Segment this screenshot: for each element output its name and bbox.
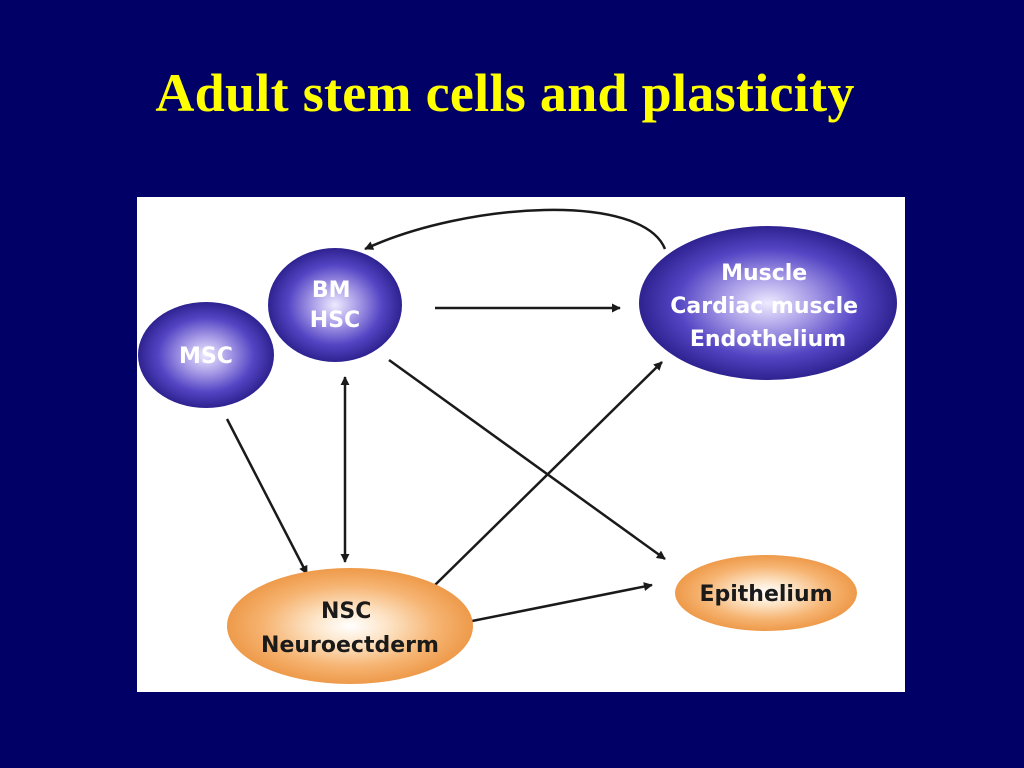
edge-nsc-to-muscle: [434, 361, 663, 586]
edge-nsc-to-epithelium: [466, 582, 653, 624]
node-msc-label: MSC: [179, 344, 233, 369]
node-nsc: NSC Neuroectderm: [227, 568, 473, 684]
node-bm-hsc-label-line1: BM: [312, 278, 351, 303]
svg-text:BM HSC: BM HSC: [310, 278, 360, 333]
node-bm-hsc: BM HSC: [268, 248, 402, 362]
slide-title: Adult stem cells and plasticity: [155, 63, 855, 123]
node-muscle-label-line3: Endothelium: [690, 327, 846, 352]
node-muscle: Muscle Cardiac muscle Endothelium: [639, 226, 897, 380]
node-muscle-label-line1: Muscle: [721, 261, 807, 286]
node-msc: MSC: [138, 302, 274, 408]
edge-msc-to-nsc: [225, 418, 309, 575]
node-muscle-label-line2: Cardiac muscle: [670, 294, 858, 319]
stem-cell-diagram: MSC BM HSC Muscle Cardiac muscle Endothe…: [138, 208, 897, 684]
node-nsc-label-line1: NSC: [321, 599, 371, 624]
node-epithelium-label: Epithelium: [699, 582, 832, 607]
node-epithelium: Epithelium: [675, 555, 857, 631]
svg-text:Muscle Cardiac muscle: Muscle Cardiac muscle Endothelium: [670, 261, 866, 352]
svg-text:MSC: MSC: [179, 344, 233, 369]
diagram-panel: MSC BM HSC Muscle Cardiac muscle Endothe…: [137, 197, 905, 692]
node-bm-hsc-label-line2: HSC: [310, 308, 360, 333]
svg-text:Epithelium: Epithelium: [699, 582, 832, 607]
edge-muscle-to-bm-hsc: [364, 208, 667, 251]
node-nsc-label-line2: Neuroectderm: [261, 633, 439, 658]
svg-text:NSC Neuroectderm: NSC Neuroectderm: [261, 599, 439, 658]
edge-bm-hsc-to-epithelium: [388, 358, 666, 561]
